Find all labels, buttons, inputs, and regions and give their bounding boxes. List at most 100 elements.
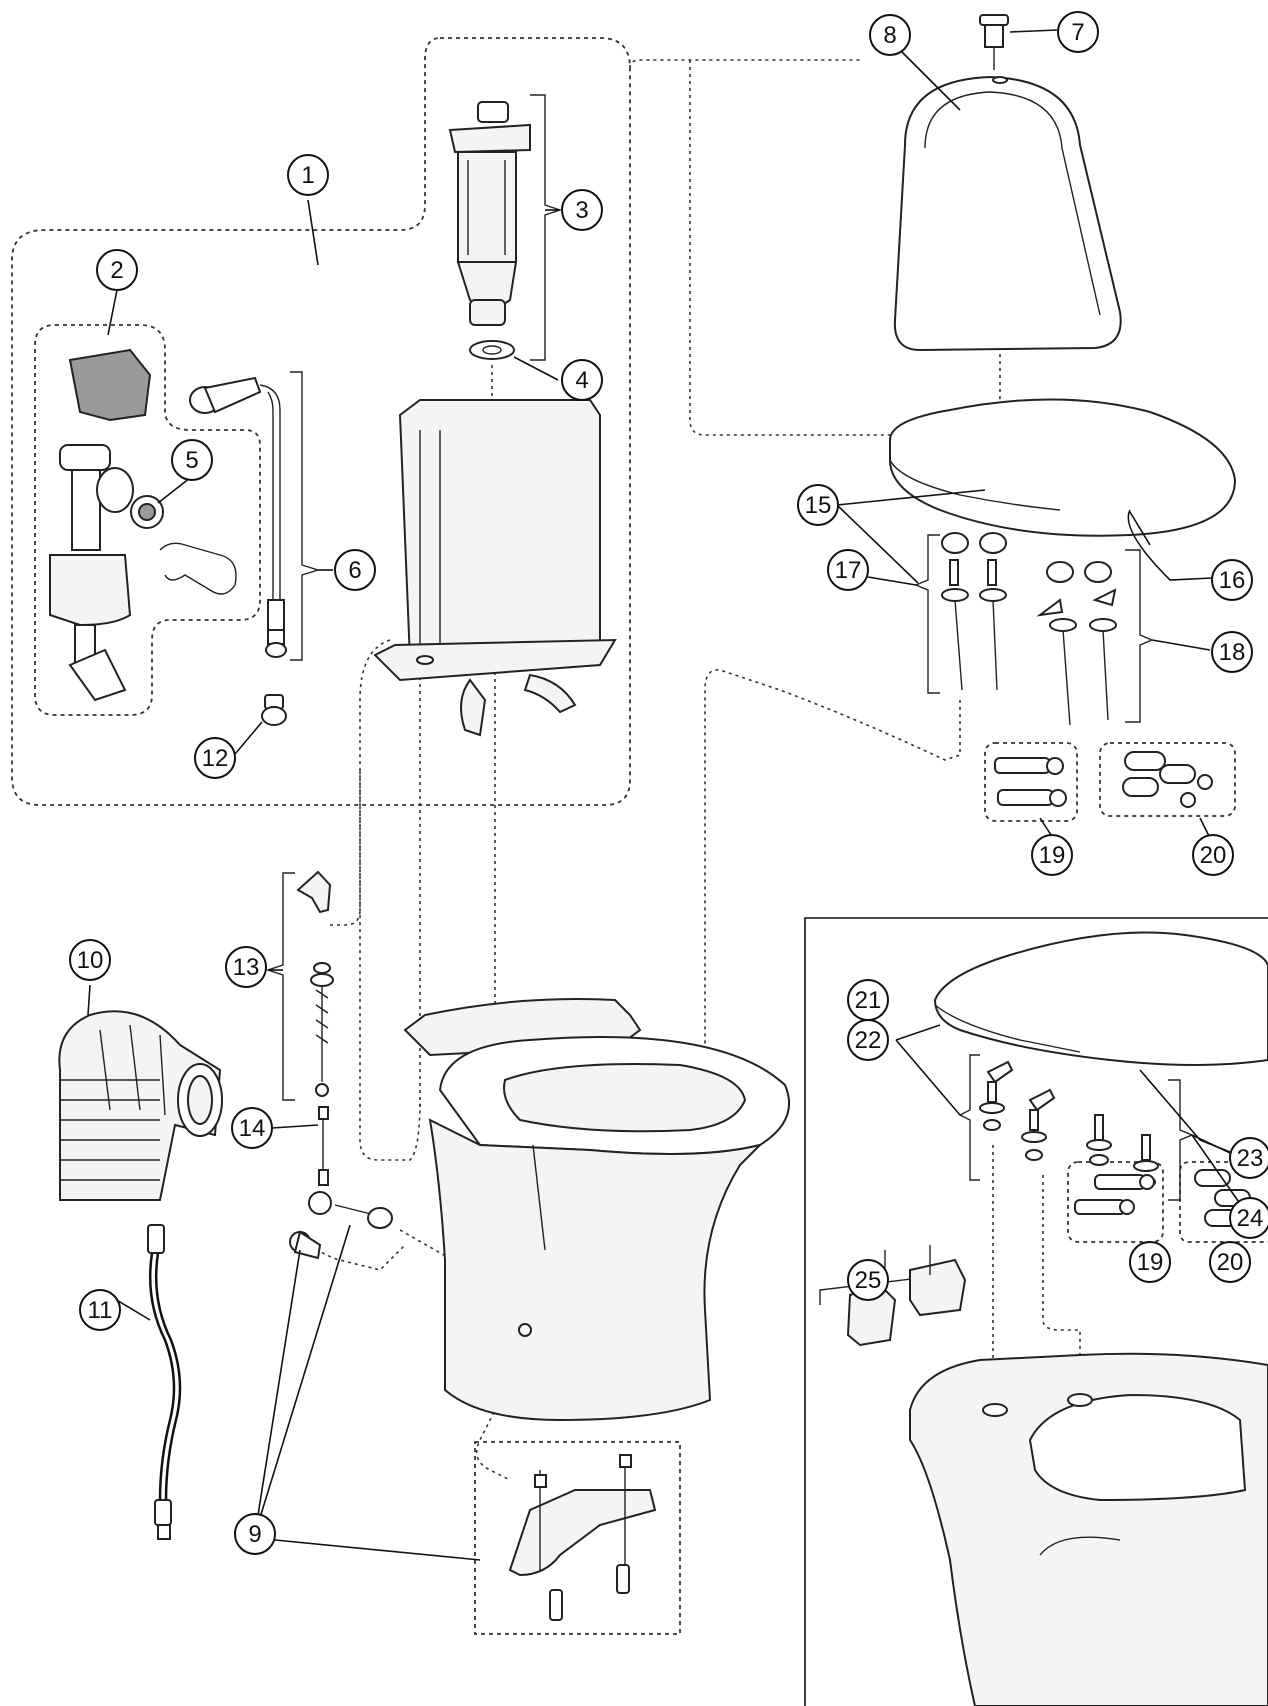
seat-hinge-set-17 bbox=[941, 532, 1007, 691]
callout-c17: 17 bbox=[827, 549, 869, 591]
group-9-outline bbox=[474, 1441, 681, 1635]
cistern-lid-bevel bbox=[924, 91, 1101, 316]
callout-circle bbox=[287, 154, 329, 196]
bracket-18 bbox=[1125, 549, 1154, 723]
callout-label: 10 bbox=[77, 947, 104, 974]
callout-label: 22 bbox=[855, 1027, 882, 1054]
callout-circle bbox=[79, 1289, 121, 1331]
group-20b-outline bbox=[1179, 1161, 1268, 1243]
callout-label: 6 bbox=[348, 557, 361, 584]
callout-circle bbox=[234, 1513, 276, 1555]
callout-circle bbox=[194, 737, 236, 779]
seat-lid-part bbox=[889, 398, 1237, 537]
cistern-tank-part bbox=[373, 399, 617, 737]
callout-label: 13 bbox=[233, 954, 260, 981]
callout-label: 11 bbox=[88, 1297, 113, 1324]
connection-hose-part bbox=[189, 376, 287, 658]
callout-c7: 7 bbox=[1057, 11, 1099, 53]
callout-circle bbox=[847, 1259, 889, 1301]
callout-label: 7 bbox=[1071, 19, 1084, 46]
callout-c4: 4 bbox=[561, 359, 603, 401]
callout-c16: 16 bbox=[1211, 559, 1253, 601]
callout-label: 16 bbox=[1219, 567, 1246, 594]
flush-valve-seal-part bbox=[469, 340, 515, 360]
callout-c19b: 19 bbox=[1129, 1241, 1171, 1283]
callout-c5: 5 bbox=[171, 439, 213, 481]
callout-circle bbox=[69, 939, 111, 981]
group-20-outline bbox=[1099, 742, 1236, 817]
bracket-22 bbox=[958, 1054, 980, 1181]
fill-valve-part bbox=[49, 348, 152, 702]
seat-hinge-set-18 bbox=[1036, 561, 1117, 726]
callout-circle bbox=[847, 1019, 889, 1061]
bracket-13 bbox=[265, 872, 295, 1101]
flush-button-part bbox=[979, 14, 1009, 84]
callout-c13: 13 bbox=[225, 946, 267, 988]
callout-label: 9 bbox=[248, 1521, 261, 1548]
callout-c3: 3 bbox=[561, 189, 603, 231]
callout-circle bbox=[869, 14, 911, 56]
callout-c9: 9 bbox=[234, 1513, 276, 1555]
callout-circle bbox=[1031, 834, 1073, 876]
callout-c6: 6 bbox=[334, 549, 376, 591]
callout-c8: 8 bbox=[869, 14, 911, 56]
callout-c12: 12 bbox=[194, 737, 236, 779]
bracket-24 bbox=[1168, 1079, 1194, 1201]
link-seat-to-bowl bbox=[559, 669, 961, 1099]
callout-circle bbox=[561, 189, 603, 231]
callout-label: 12 bbox=[202, 745, 229, 772]
callout-c19a: 19 bbox=[1031, 834, 1073, 876]
flush-valve-part bbox=[448, 101, 531, 326]
floor-standing-bowl-part bbox=[403, 998, 790, 1422]
callout-c24: 24 bbox=[1229, 1197, 1268, 1239]
fill-valve-washer-part bbox=[130, 495, 237, 595]
angle-valve-part bbox=[261, 694, 287, 726]
bracket-6 bbox=[290, 371, 321, 661]
callout-circle bbox=[827, 549, 869, 591]
callout-label: 21 bbox=[855, 987, 882, 1014]
floor-fixing-kit-part bbox=[289, 1191, 657, 1621]
callout-label: 3 bbox=[575, 197, 588, 224]
seat-lid-edge bbox=[889, 459, 1061, 511]
callout-label: 1 bbox=[301, 162, 314, 189]
callout-circle bbox=[1211, 559, 1253, 601]
callout-c15: 15 bbox=[797, 484, 839, 526]
callout-circle bbox=[334, 549, 376, 591]
callout-circle bbox=[96, 249, 138, 291]
group-19-outline bbox=[984, 742, 1078, 822]
callout-label: 14 bbox=[239, 1115, 266, 1142]
callout-circle bbox=[1229, 1137, 1268, 1179]
seal-hole bbox=[482, 345, 502, 355]
callout-label: 2 bbox=[110, 257, 123, 284]
wall-hung-inserts-19 bbox=[1074, 1174, 1155, 1215]
fixing-screw-part bbox=[318, 1106, 329, 1186]
callout-label: 24 bbox=[1237, 1205, 1264, 1232]
callout-c20b: 20 bbox=[1209, 1241, 1251, 1283]
callout-label: 15 bbox=[805, 492, 832, 519]
group-19b-outline bbox=[1067, 1161, 1164, 1243]
callout-label: 8 bbox=[883, 22, 896, 49]
callout-c14: 14 bbox=[231, 1107, 273, 1149]
callout-circle bbox=[1209, 1241, 1251, 1283]
callout-label: 4 bbox=[575, 367, 588, 394]
callout-label: 19 bbox=[1137, 1249, 1164, 1276]
bracket-17 bbox=[914, 534, 940, 694]
link-13-to-tank bbox=[330, 770, 361, 926]
callout-label: 23 bbox=[1237, 1145, 1264, 1172]
flexible-pan-connector-part bbox=[58, 1010, 223, 1201]
callout-circle bbox=[225, 946, 267, 988]
callout-circle bbox=[561, 359, 603, 401]
wall-hung-hinge-set-22 bbox=[979, 1060, 1056, 1161]
callout-c10: 10 bbox=[69, 939, 111, 981]
callout-c22: 22 bbox=[847, 1019, 889, 1061]
seat-fix-inserts-19 bbox=[994, 757, 1067, 807]
wall-hung-seat-lid-part bbox=[933, 931, 1268, 1066]
bracket-3 bbox=[530, 94, 563, 361]
callout-circle bbox=[1057, 11, 1099, 53]
callout-circle bbox=[1129, 1241, 1171, 1283]
callout-c23: 23 bbox=[1229, 1137, 1268, 1179]
callout-label: 25 bbox=[855, 1267, 882, 1294]
callout-circle bbox=[1211, 631, 1253, 673]
